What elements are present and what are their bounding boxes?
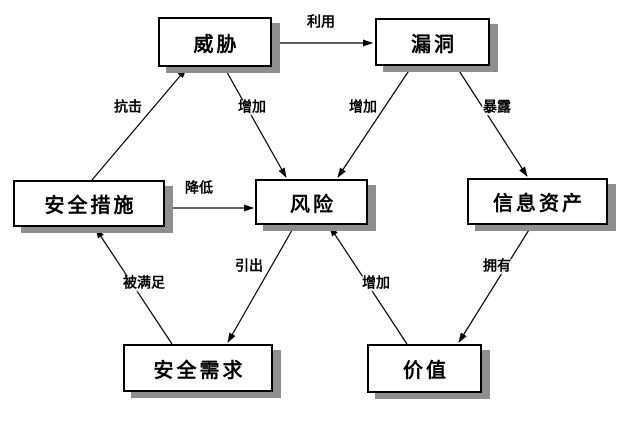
node-label-risk: 风险 bbox=[290, 191, 336, 216]
edge-line-threat-increases-risk bbox=[223, 66, 287, 178]
node-label-threat: 威胁 bbox=[193, 31, 240, 56]
node-label-value: 价值 bbox=[403, 358, 449, 382]
edge-label-value-increases-risk: 增加 bbox=[361, 275, 391, 292]
node-threat: 威胁 bbox=[158, 17, 272, 67]
edge-label-risk-leads-to-requirements: 引出 bbox=[234, 258, 264, 275]
edge-line-measures-resist-threat bbox=[91, 68, 187, 181]
edge-line-risk-leads-to-requirements bbox=[227, 224, 296, 343]
edge-label-measures-resist-threat: 抗击 bbox=[113, 99, 143, 116]
node-value: 价值 bbox=[367, 344, 482, 393]
edge-line-assets-have-value bbox=[458, 224, 533, 343]
node-risk: 风险 bbox=[255, 179, 368, 225]
edge-label-threat-increases-risk: 增加 bbox=[237, 99, 267, 116]
node-label-security-requirements: 安全需求 bbox=[153, 357, 246, 382]
node-label-information-assets: 信息资产 bbox=[493, 191, 585, 215]
node-label-vulnerability: 漏洞 bbox=[411, 31, 457, 56]
edge-label-vulnerability-increases-risk: 增加 bbox=[348, 99, 378, 116]
edge-label-threat-exploits-vulnerability: 利用 bbox=[306, 14, 336, 31]
node-vulnerability: 漏洞 bbox=[375, 18, 490, 66]
edge-label-requirements-satisfied-by-measures: 被满足 bbox=[122, 275, 166, 292]
node-information-assets: 信息资产 bbox=[467, 178, 608, 225]
node-security-requirements: 安全需求 bbox=[123, 344, 273, 392]
edge-label-vulnerability-exposes-assets: 暴露 bbox=[482, 99, 512, 116]
edge-line-vulnerability-increases-risk bbox=[337, 65, 413, 178]
node-security-measures: 安全措施 bbox=[13, 180, 165, 227]
edge-line-vulnerability-exposes-assets bbox=[455, 65, 528, 177]
edge-label-assets-have-value: 拥有 bbox=[482, 258, 512, 275]
edge-label-measures-reduce-risk: 降低 bbox=[184, 180, 214, 197]
node-label-security-measures: 安全措施 bbox=[44, 193, 137, 217]
